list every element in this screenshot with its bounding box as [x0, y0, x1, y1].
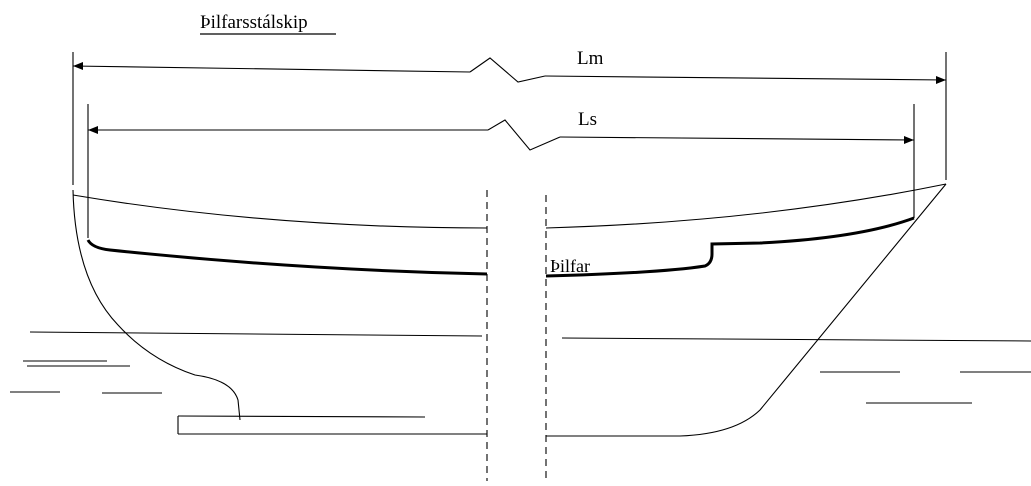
ls-label: Ls — [578, 109, 597, 130]
lm-dimension-line — [72, 57, 947, 84]
lm-label: Lm — [577, 48, 604, 69]
deck-line-aft — [86, 239, 488, 276]
water-lines — [10, 331, 1031, 404]
diagram-title: Þilfarsstálskip — [200, 12, 308, 33]
keel-plate — [177, 415, 426, 434]
stem-profile — [546, 183, 947, 437]
hull-sheer-fore — [545, 183, 947, 229]
hull-sheer-aft — [72, 194, 488, 229]
stern-profile — [72, 189, 241, 421]
deck-line-fore — [545, 216, 915, 278]
ls-dimension-line — [88, 119, 915, 151]
deck-label: Þilfar — [550, 256, 590, 276]
